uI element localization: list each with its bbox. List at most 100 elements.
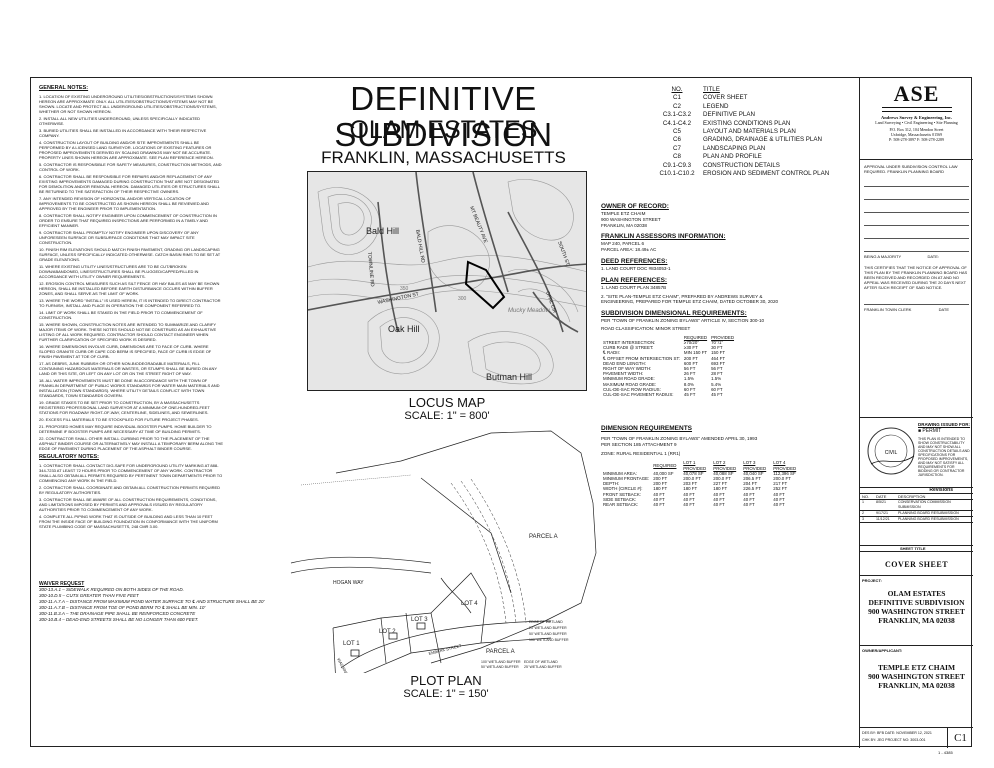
plot-plan-graphic: PARCEL A PARCEL A LOT 1 LOT 2 LOT 3 LOT … [290,430,597,699]
locus-bald-hill-rd: BALD HILL RD [414,229,426,263]
revision-cell: 9/17/21 [876,511,888,515]
locus-oak-hill: Oak Hill [388,324,420,334]
dimension-req-col: LOT 3 PROVIDED [743,460,767,471]
subdivision-req-cell: ℄ RADII: [603,350,620,356]
index-no: C9.1-C9.3 [662,161,692,169]
index-title: PLAN AND PROFILE [703,153,762,161]
plot-wetland-note-2: 25' WETLAND BUFFER [524,665,562,669]
index-no: C3.1-C3.2 [662,111,692,119]
owner-line: 900 WASHINGTON STREET [601,216,661,222]
col-provided: PROVIDED [711,334,735,340]
owner-line: TEMPLE ETZ CHAIM [601,211,646,216]
revision-cell: PLANNING BOARD RESUBMISSION [898,511,959,515]
dimension-req-zone: ZONE: RURAL RESIDENTIAL 1 (RR1) [601,450,681,456]
subdivision-req-cell: MINIMUM ROAD GRADE: [603,376,655,382]
general-note: 16. WHERE DIMENSIONS INVOLVE CURB, DIMEN… [39,344,212,359]
revision-col: DATE [876,494,887,499]
meta-line-1: DES BY: BFB DATE: NOVEMBER 12, 2021 [862,731,932,735]
locus-caption: LOCUS MAP [408,395,486,410]
locus-meadow: Mucky Meadow [508,308,550,314]
index-title: COVER SHEET [703,94,748,102]
project-name: OLAM ESTATES [349,116,538,144]
project-line: FRANKLIN, MA 02038 [878,616,955,625]
issued-for-value: PERMIT [922,428,942,434]
plot-wetland-note-1: EDGE OF WETLAND [524,660,558,664]
subdivision-req-cell: 464 FT [711,355,726,361]
dimension-req-col: LOT 2 PROVIDED [713,460,737,471]
revision-cell: 3 [862,517,864,521]
subdivision-req-cell: PAVEMENT WIDTH: [603,371,644,377]
owner-applicant-line: FRANKLIN, MA 02038 [878,681,955,690]
plot-embark-street: EMBARK STREET [428,643,463,656]
plot-wetland-note-3: 50' WETLAND BUFFER [481,665,519,669]
plot-lot-2: LOT 2 [379,629,396,635]
project-info: OWNER OF RECORD: TEMPLE ETZ CHAIM 900 WA… [601,203,786,397]
index-no: C6 [673,136,681,144]
owner-heading: OWNER OF RECORD: [601,203,669,210]
revision-cell: PLANNING BOARD RESUBMISSION [898,517,959,521]
revision-cell: 1 [862,500,864,504]
assessor-heading: FRANKLIN ASSESSORS INFORMATION: [601,233,726,241]
dimension-req-cell: 180 FT [683,486,698,492]
general-note: 9. CONTRACTOR SHALL PROMPTLY NOTIFY ENGI… [39,230,199,245]
page-title: DEFINITIVE SUBDIVISION [334,80,553,153]
subdivision-req-cell: 5.4% [711,381,722,387]
dimension-req-cell: 40 FT [713,502,725,508]
general-note: 4. CONSTRUCTION LAYOUT OF BUILDING AND/O… [39,140,214,160]
locus-butman-hill: Butman Hill [486,372,532,382]
sheet-title-label: SHEET TITLE [860,546,973,552]
general-note: 21. PROPOSED HOMES MAY REQUIRE INDIVIDUA… [39,424,212,434]
dimension-req-cell: 40,000 SF [653,470,674,476]
dimension-req-col: REQUIRED [653,462,677,468]
project-location: FRANKLIN, MASSACHUSETTS [321,148,566,167]
subdivision-req-row: STREET INTERSECTION:≥70/20°70°/1° [601,340,736,345]
dimension-req-cell: 40 FT [653,491,665,497]
owner-applicant-line: 900 WASHINGTON STREET [868,672,965,681]
plot-edge-of-wetland: EDGE OF WETLAND [529,620,563,624]
general-notes: GENERAL NOTES: 1. LOCATION OF EXISTING U… [39,85,224,585]
index-row: C3.1-C3.2 DEFINITIVE PLAN [651,111,851,119]
dimension-req-intro: PER "TOWN OF FRANKLIN ZONING BYLAWS" AME… [601,436,758,441]
sheet-of: 1 - 4385 [938,750,953,755]
subdivision-req-cell: 56 FT [711,365,723,371]
general-note: 3. BURIED UTILITIES SHALL BE INSTALLED I… [39,128,207,138]
subdivision-req-cell: 26 FT [683,371,696,377]
dimension-req-cell: 40 FT [773,491,785,497]
majority-date-label: DATE: [927,254,939,259]
stamp-name: CIVIL [885,450,898,456]
index-no: C2 [673,102,681,110]
plot-lot-4: LOT 4 [461,601,478,607]
general-note: 11. WHERE EXISTING UTILITY LINES/STRUCTU… [39,264,199,279]
plan-refs-heading: PLAN REFERENCES: [601,276,668,284]
checkbox-icon: ■ [918,428,923,434]
subdivision-req-cell: 28 FT [711,371,723,377]
dimension-req-cell: 40 FT [743,491,755,497]
index-title: EROSION AND SEDIMENT CONTROL PLAN [703,170,830,178]
dimension-req-cell: 40 FT [743,502,755,508]
subdivision-req-cell: 30 FT [711,345,723,351]
revision-cell: 2 [862,511,864,515]
index-no-header: NO. [671,86,683,93]
waiver-item: 300-13.A.1 – SIDEWALK REQUIRED ON BOTH S… [39,587,184,592]
stamp-block: CIVIL DRAWING ISSUED FOR: ■ PERMIT THIS … [860,418,973,488]
dimension-req-cell: 40 FT [683,502,695,508]
plot-buffer-50: 50' WETLAND BUFFER [529,632,567,636]
index-title: DEFINITIVE PLAN [703,111,755,119]
revisions-label: Revisions [929,487,953,493]
clerk-date-label: DATE [938,307,949,312]
subdivision-req-cell: CUL-DE-SAC PAVEMENT RADIUS: [603,392,674,397]
plot-washington-street: WASHINGTON STREET [336,657,361,673]
revision-col: NO. [862,494,870,499]
index-no: C1 [673,94,681,102]
